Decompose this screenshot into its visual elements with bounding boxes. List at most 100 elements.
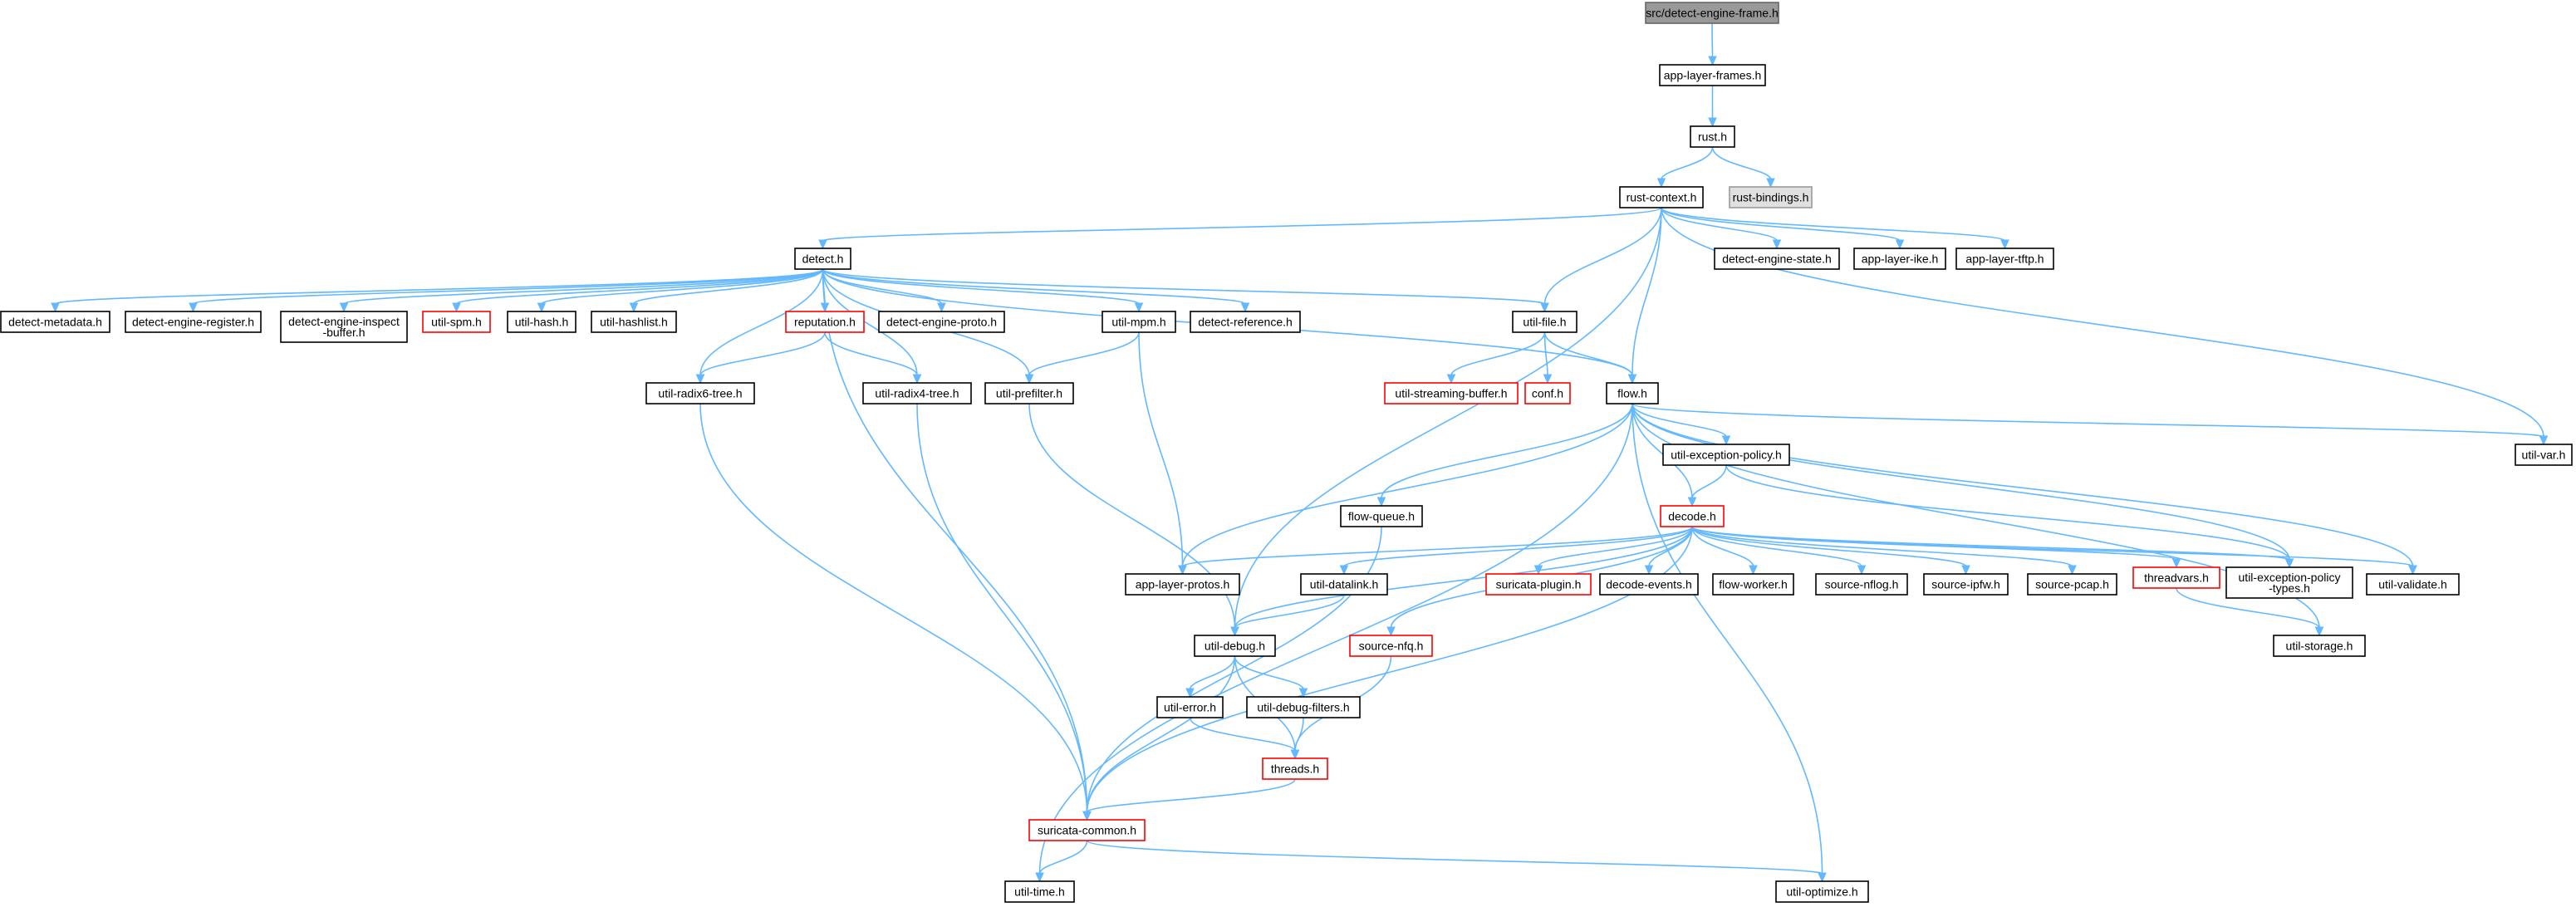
- node-label: util-validate.h: [2378, 578, 2447, 591]
- node-util-prefilter[interactable]: util-prefilter.h: [984, 382, 1074, 404]
- node-util-exception-policy-types[interactable]: util-exception-policy-types.h: [2225, 566, 2353, 599]
- node-label: util-hashlist.h: [600, 316, 668, 329]
- arrowhead-icon: [1627, 374, 1637, 385]
- edge-line: [1450, 331, 1546, 376]
- node-box: [591, 311, 677, 333]
- node-util-spm[interactable]: util-spm.h: [422, 311, 491, 333]
- edge-line: [1086, 840, 1823, 875]
- edge-reputation-to-util_radix4_tree: [824, 331, 922, 385]
- node-label: util-debug.h: [1205, 640, 1265, 653]
- edge-util_file-to-conf: [1543, 331, 1553, 385]
- node-rust-bindings[interactable]: rust-bindings.h: [1729, 186, 1813, 208]
- node-conf[interactable]: conf.h: [1524, 382, 1571, 404]
- node-detect-engine-proto[interactable]: detect-engine-proto.h: [878, 311, 1005, 333]
- arrowhead-icon: [1644, 565, 1654, 576]
- node-box: [2132, 566, 2220, 589]
- edge-line: [1038, 403, 1633, 875]
- edge-detect-to-util_hashlist: [629, 268, 824, 313]
- node-util-file[interactable]: util-file.h: [1512, 311, 1577, 333]
- node-util-mpm[interactable]: util-mpm.h: [1102, 311, 1176, 333]
- node-box: [1194, 635, 1276, 657]
- node-flow-worker[interactable]: flow-worker.h: [1712, 573, 1794, 596]
- edge-line: [1648, 526, 1693, 567]
- node-app-layer-frames[interactable]: app-layer-frames.h: [1659, 64, 1766, 86]
- node-app-layer-ike[interactable]: app-layer-ike.h: [1853, 248, 1946, 270]
- arrowhead-icon: [1721, 435, 1731, 446]
- node-label: detect-reference.h: [1198, 316, 1293, 329]
- edge-util_radix4_tree-to-suricata_common: [916, 403, 1092, 821]
- arrowhead-icon: [1134, 302, 1144, 313]
- node-util-streaming-buffer[interactable]: util-streaming-buffer.h: [1384, 382, 1519, 404]
- node-util-datalink[interactable]: util-datalink.h: [1300, 573, 1388, 596]
- node-util-error[interactable]: util-error.h: [1156, 696, 1224, 718]
- node-label: source-nfq.h: [1359, 640, 1424, 653]
- arrowhead-icon: [1540, 302, 1549, 313]
- node-threadvars[interactable]: threadvars.h: [2132, 566, 2220, 589]
- edge-rust_context-to-flow: [1627, 207, 1662, 385]
- edge-line: [822, 268, 1088, 813]
- node-detect-engine-inspect-buffer[interactable]: detect-engine-inspect-buffer.h: [280, 311, 408, 343]
- node-util-optimize[interactable]: util-optimize.h: [1775, 880, 1869, 903]
- node-box: [1645, 2, 1779, 24]
- node-box: [1662, 444, 1790, 466]
- node-util-hashlist[interactable]: util-hashlist.h: [591, 311, 677, 333]
- node-detect-engine-register[interactable]: detect-engine-register.h: [125, 311, 262, 333]
- arrowhead-icon: [1290, 749, 1300, 760]
- node-rust-context[interactable]: rust-context.h: [1619, 186, 1704, 208]
- node-root[interactable]: src/detect-engine-frame.h: [1645, 2, 1779, 24]
- arrowhead-icon: [1656, 178, 1666, 189]
- node-reputation[interactable]: reputation.h: [785, 311, 865, 333]
- arrowhead-icon: [51, 302, 60, 313]
- node-label: detect-engine-register.h: [132, 316, 254, 329]
- node-util-debug[interactable]: util-debug.h: [1194, 635, 1276, 657]
- arrowhead-icon: [1766, 178, 1775, 189]
- node-detect-metadata[interactable]: detect-metadata.h: [0, 311, 110, 333]
- node-box: [645, 382, 755, 404]
- node-app-layer-tftp[interactable]: app-layer-tftp.h: [1955, 248, 2054, 270]
- node-util-exception-policy[interactable]: util-exception-policy.h: [1662, 444, 1790, 466]
- node-threads[interactable]: threads.h: [1262, 757, 1328, 780]
- edge-flow-to-util_time: [1035, 403, 1633, 883]
- node-flow[interactable]: flow.h: [1606, 382, 1659, 404]
- node-box: [1262, 757, 1328, 780]
- node-source-nflog[interactable]: source-nflog.h: [1815, 573, 1908, 596]
- node-detect-reference[interactable]: detect-reference.h: [1190, 311, 1301, 333]
- edge-line: [822, 268, 1140, 305]
- edge-rust_context-to-util_file: [1540, 207, 1662, 313]
- arrowhead-icon: [1185, 688, 1195, 699]
- node-util-radix4-tree[interactable]: util-radix4-tree.h: [862, 382, 972, 404]
- node-util-validate[interactable]: util-validate.h: [2366, 573, 2460, 596]
- edge-line: [455, 268, 824, 305]
- node-app-layer-protos[interactable]: app-layer-protos.h: [1125, 573, 1240, 596]
- node-util-radix6-tree[interactable]: util-radix6-tree.h: [645, 382, 755, 404]
- edge-util_debug-to-suricata_common: [1082, 655, 1236, 821]
- edge-line: [1661, 207, 2006, 242]
- node-detect-engine-state[interactable]: detect-engine-state.h: [1714, 248, 1840, 270]
- node-util-time[interactable]: util-time.h: [1004, 880, 1075, 903]
- node-rust[interactable]: rust.h: [1690, 125, 1735, 148]
- node-box: [1125, 573, 1240, 596]
- node-util-hash[interactable]: util-hash.h: [507, 311, 577, 333]
- node-util-debug-filters[interactable]: util-debug-filters.h: [1246, 696, 1361, 718]
- edge-line: [1691, 526, 1754, 567]
- node-source-ipfw[interactable]: source-ipfw.h: [1923, 573, 2009, 596]
- edge-line: [1234, 594, 1345, 629]
- node-detect[interactable]: detect.h: [794, 248, 851, 270]
- node-box: [1190, 311, 1301, 333]
- node-decode-events[interactable]: decode-events.h: [1599, 573, 1699, 596]
- node-label: detect-engine-inspect: [288, 315, 400, 328]
- node-source-nfq[interactable]: source-nfq.h: [1349, 635, 1433, 657]
- node-label: threads.h: [1271, 762, 1319, 776]
- node-label: flow.h: [1617, 387, 1647, 400]
- node-box: [2515, 444, 2573, 466]
- node-suricata-plugin[interactable]: suricata-plugin.h: [1485, 573, 1592, 596]
- node-source-pcap[interactable]: source-pcap.h: [2027, 573, 2117, 596]
- arrowhead-icon: [1895, 239, 1905, 250]
- node-util-var[interactable]: util-var.h: [2515, 444, 2573, 466]
- node-decode[interactable]: decode.h: [1660, 505, 1725, 527]
- node-suricata-common[interactable]: suricata-common.h: [1028, 819, 1146, 841]
- node-util-storage[interactable]: util-storage.h: [2273, 635, 2366, 657]
- node-flow-queue[interactable]: flow-queue.h: [1340, 505, 1423, 527]
- arrowhead-icon: [2539, 435, 2549, 446]
